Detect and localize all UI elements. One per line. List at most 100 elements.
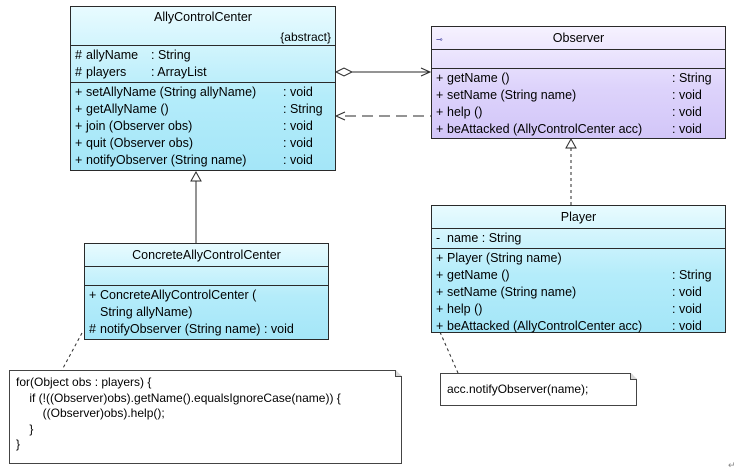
operation-type: : void (283, 153, 313, 167)
attribute-type: : ArrayList (151, 65, 207, 79)
attributes-section: # allyName : String # players : ArrayList (71, 46, 335, 83)
visibility: + (436, 285, 444, 299)
operation-type: : void (283, 119, 313, 133)
visibility: # (89, 322, 96, 336)
operation-signature: help () (447, 105, 483, 119)
generalization-triangle (190, 170, 202, 182)
operation-type: : void (672, 302, 702, 316)
operation-signature: setName (String name) (447, 88, 577, 102)
attribute-type: : String (481, 231, 522, 245)
attribute-row: -name : String (432, 230, 725, 247)
class-title: ConcreteAllyControlCenter (85, 244, 328, 267)
aggregation-diamond (334, 67, 354, 77)
operation-type: : void (283, 85, 313, 99)
note-player-attacked: acc.notifyObserver(name); (440, 373, 637, 406)
operation-row: +getName () : String (432, 70, 725, 87)
visibility: + (436, 88, 444, 102)
operation-type: : void (672, 285, 702, 299)
class-title: ⊸ Observer (432, 27, 725, 50)
operation-signature: notifyObserver (String name) (100, 322, 261, 336)
class-observer[interactable]: ⊸ Observer +getName (): String +setName … (431, 26, 726, 139)
note-concrete-notify: for(Object obs : players) { if (!((Obser… (9, 370, 402, 464)
visibility: + (75, 153, 83, 167)
visibility: + (436, 251, 444, 265)
dependency-arrowhead (334, 111, 346, 121)
operation-type: : void (672, 88, 702, 102)
operation-row: +beAttacked (AllyControlCenter acc): voi… (432, 318, 725, 335)
return-mark-icon: ↵ (728, 460, 736, 470)
visibility: + (75, 85, 83, 99)
class-name: AllyControlCenter (154, 10, 252, 24)
note-anchor-concrete (61, 332, 83, 371)
operation-signature: Player (String name) (447, 251, 562, 265)
operation-signature: notifyObserver (String name) (86, 153, 247, 167)
operation-row: +setName (String name) : void (432, 87, 725, 104)
visibility: + (75, 119, 83, 133)
class-ally-control-center[interactable]: AllyControlCenter {abstract} # allyName : … (70, 6, 336, 171)
operation-row: +Player (String name) (432, 250, 725, 267)
class-concrete-ally-control-center[interactable]: ConcreteAllyControlCenter +ConcreteAllyC… (84, 243, 329, 340)
operation-row: +help (): void (432, 104, 725, 121)
operation-row: +quit (Observer obs) : void (71, 135, 335, 152)
attribute-type: : String (151, 48, 191, 62)
operation-type: : void (672, 319, 702, 333)
operation-type: : String (672, 268, 712, 282)
operation-type: : void (672, 122, 702, 136)
attribute-row: # players : ArrayList (71, 64, 335, 81)
operation-signature: join (Observer obs) (86, 119, 193, 133)
operation-signature: beAttacked (AllyControlCenter acc) (447, 122, 643, 136)
operation-row: +getName () : String (432, 267, 725, 284)
operation-signature: setAllyName (String allyName) (86, 85, 257, 99)
operation-row: # notifyObserver (String name) : void (85, 321, 328, 338)
visibility: + (75, 136, 83, 150)
operations-section: +ConcreteAllyControlCenter ( String ally… (85, 286, 328, 339)
operation-signature: getName () (447, 268, 510, 282)
visibility: # (75, 65, 82, 79)
interface-icon: ⊸ (436, 35, 443, 44)
operation-type: : String (283, 102, 323, 116)
operation-signature: setName (String name) (447, 285, 577, 299)
abstract-stereotype: {abstract} (280, 30, 331, 44)
class-title: Player (432, 206, 725, 229)
operation-type: : String (672, 71, 712, 85)
operations-section: +getName (): String +setName (String nam… (432, 69, 725, 139)
operation-row: +setName (String name) : void (432, 284, 725, 301)
operation-row-continued: String allyName) (85, 304, 328, 321)
attributes-section (432, 50, 725, 69)
visibility: + (436, 71, 444, 85)
operation-row: +notifyObserver (String name) : void (71, 152, 335, 169)
visibility: + (436, 268, 444, 282)
operation-row: +ConcreteAllyControlCenter ( (85, 287, 328, 304)
attributes-section: -name : String (432, 229, 725, 249)
operation-signature: String allyName) (100, 305, 193, 319)
operation-row: +join (Observer obs) : void (71, 118, 335, 135)
operation-type: : void (263, 322, 294, 336)
aggregation-arrowhead (420, 67, 432, 77)
class-name: Player (560, 210, 597, 224)
operation-row: +setAllyName (String allyName) : void (71, 84, 335, 101)
note-anchor-player (439, 331, 459, 374)
operations-section: +setAllyName (String allyName): void +ge… (71, 83, 335, 170)
visibility: + (436, 105, 444, 119)
visibility: + (436, 302, 444, 316)
class-player[interactable]: Player -name : String +Player (String na… (431, 205, 726, 333)
operation-signature: beAttacked (AllyControlCenter acc) (447, 319, 643, 333)
operation-signature: getAllyName () (86, 102, 169, 116)
operation-row: +help () : void (432, 301, 725, 318)
attribute-name: allyName (86, 48, 139, 62)
visibility: # (75, 48, 82, 62)
visibility: + (75, 102, 83, 116)
visibility: + (436, 122, 444, 136)
attribute-row: # allyName : String (71, 47, 335, 64)
attribute-name: name (447, 231, 479, 245)
operation-row: +getAllyName () : String (71, 101, 335, 118)
operation-signature: getName () (447, 71, 510, 85)
class-title: AllyControlCenter {abstract} (71, 7, 335, 46)
attribute-name: players (86, 65, 127, 79)
operation-signature: help () (447, 302, 483, 316)
realization-triangle (565, 137, 577, 149)
class-name: Observer (552, 31, 605, 45)
operation-signature: quit (Observer obs) (86, 136, 193, 150)
operation-type: : void (283, 136, 313, 150)
